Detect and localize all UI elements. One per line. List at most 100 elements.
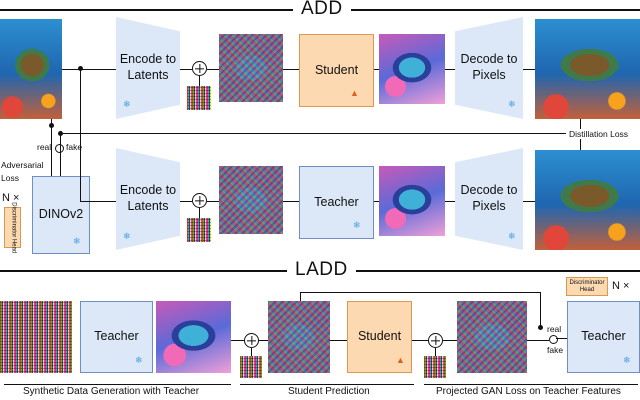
edge-student-branch: [80, 69, 82, 133]
student-block: Student: [299, 34, 374, 107]
ladd-fake-label: fake: [547, 345, 564, 355]
edge-ladd-renoised-switch: [527, 340, 549, 342]
snowflake-icon: ❄: [508, 231, 516, 241]
snowflake-icon: ❄: [123, 231, 131, 241]
edge-student-to-teacher-encoder: [80, 133, 82, 201]
edge-ladd-real-top: [300, 292, 302, 301]
edge-decoded-image-down: [580, 119, 582, 133]
discriminator-head-block: Discriminator Head: [4, 202, 21, 253]
ladd-n-times-label: N ×: [612, 280, 630, 292]
ladd-discriminator-head-label: Discriminator Head: [569, 279, 605, 293]
input-image-turtle: [0, 19, 62, 119]
dinov2-label: DINOv2: [38, 207, 84, 222]
ladd-noisy-latent-image: [268, 301, 330, 373]
edge-image-encoder: [62, 69, 116, 71]
caption-synthetic: Synthetic Data Generation with Teacher: [20, 386, 203, 397]
teacher-decoded-image: [535, 150, 640, 250]
edge-into-teacher-encoder: [80, 201, 116, 203]
ladd-teacher-generator-block: Teacher: [80, 301, 153, 373]
edge-dinov2-fake: [60, 153, 62, 176]
edge-real-branch: [51, 119, 53, 176]
real-label: real: [37, 142, 52, 152]
ladd-teacher-generator-label: Teacher: [94, 329, 139, 344]
ladd-title: LADD: [287, 259, 356, 281]
fake-label: fake: [66, 142, 83, 152]
edge-t-decoder-image: [523, 201, 535, 203]
edge-t-output-decoder: [445, 201, 455, 203]
edge-t-add-latent: [207, 201, 219, 203]
student-label: Student: [314, 62, 359, 77]
ladd-noise-add-operator: [244, 333, 259, 348]
ladd-teacher-discriminator-block: Teacher: [567, 301, 640, 373]
teacher-noisy-latent-image: [219, 166, 283, 234]
snowflake-icon: ❄: [623, 355, 631, 365]
encoder-label: Encode to Latents: [119, 52, 177, 82]
edge-teacher-output: [374, 201, 379, 203]
teacher-output-image: [379, 166, 445, 236]
ladd-synthetic-image: [156, 301, 231, 373]
flame-icon: ▲: [396, 355, 405, 365]
ladd-student-label: Student: [357, 329, 402, 344]
switch-circle: [55, 144, 64, 153]
edge-ladd-noise-add-2: [435, 348, 437, 356]
teacher-block: Teacher: [299, 166, 374, 239]
ladd-noise-sample: [240, 356, 262, 378]
ladd-renoised-image: [457, 301, 527, 373]
discriminator-head-label: Discriminator Head: [10, 201, 17, 254]
noise-sample: [187, 86, 211, 110]
ladd-noise-add-operator-2: [428, 333, 443, 348]
ladd-switch-circle: [549, 335, 558, 344]
distillation-loss-label: Distillation Loss: [566, 129, 632, 139]
edge-ladd-real-down: [540, 292, 542, 327]
noisy-latent-image: [219, 34, 283, 102]
dinov2-block: DINOv2: [32, 176, 90, 254]
edge-ladd-noise-add: [251, 348, 253, 356]
caption-projected: Projected GAN Loss on Teacher Features: [433, 386, 624, 397]
teacher-encoder-label: Encode to Latents: [119, 183, 177, 213]
ladd-real-junction: [538, 325, 543, 330]
edge-add-latent: [207, 69, 219, 71]
teacher-decoder-label: Decode to Pixels: [460, 183, 518, 213]
ladd-noise-input: [0, 301, 72, 373]
ladd-discriminator-head-block: Discriminator Head: [566, 277, 608, 296]
distillation-loss-line: [60, 133, 580, 135]
noise-add-operator: [192, 61, 207, 76]
edge-decoder-image: [523, 69, 535, 71]
edge-ladd-latent-student: [330, 340, 347, 342]
edge-latent-student: [283, 69, 299, 71]
ladd-teacher-discriminator-label: Teacher: [581, 329, 626, 344]
real-junction: [49, 123, 54, 128]
caption-bracket-student: [240, 384, 414, 385]
snowflake-icon: ❄: [353, 220, 361, 230]
edge-noise-add: [199, 76, 201, 86]
ladd-noise-sample-2: [424, 356, 446, 378]
n-times-label: N ×: [2, 192, 20, 204]
snowflake-icon: ❄: [508, 99, 516, 109]
edge-t-noise-add: [199, 208, 201, 218]
edge-ladd-image-add: [231, 340, 244, 342]
student-decoded-image: [535, 19, 640, 119]
edge-fake-branch: [60, 133, 62, 153]
ladd-real-label: real: [547, 324, 562, 334]
caption-bracket-projected: [424, 384, 638, 385]
flame-icon: ▲: [350, 88, 359, 98]
student-output-image: [379, 34, 445, 104]
teacher-encoder-block: Encode to Latents: [116, 148, 180, 250]
decoder-label: Decode to Pixels: [460, 52, 518, 82]
edge-student-output: [374, 69, 379, 71]
snowflake-icon: ❄: [123, 99, 131, 109]
edge-output-decoder: [445, 69, 455, 71]
edge-ladd-switch-teacher: [556, 338, 567, 340]
edge-t-encoder-add: [180, 201, 192, 203]
edge-ladd-student-add: [412, 340, 428, 342]
teacher-noise-sample: [187, 218, 211, 242]
caption-student-prediction: Student Prediction: [285, 386, 373, 397]
edge-t-latent-teacher: [283, 201, 299, 203]
edge-ladd-add-latent: [259, 340, 268, 342]
edge-encoder-add: [180, 69, 192, 71]
teacher-decoder-block: Decode to Pixels: [455, 148, 523, 250]
snowflake-icon: ❄: [135, 355, 143, 365]
teacher-noise-add-operator: [192, 193, 207, 208]
add-title: ADD: [293, 0, 351, 20]
edge-ladd-add-renoised: [443, 340, 457, 342]
